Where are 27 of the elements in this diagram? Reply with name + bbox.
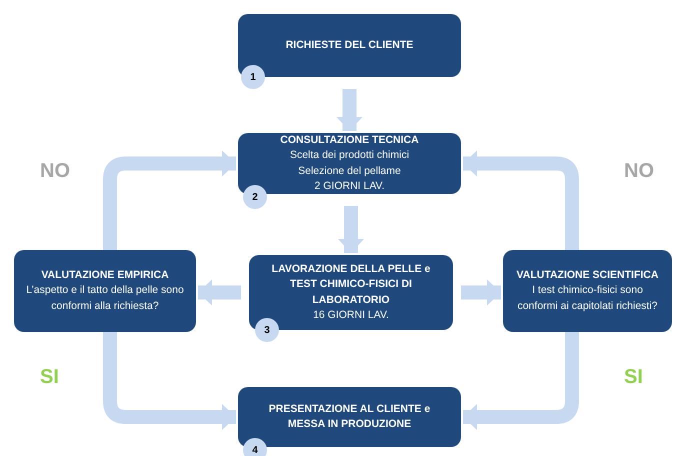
process-box <box>238 387 461 447</box>
box-heading: LAVORAZIONE DELLA PELLE e TEST CHIMICO-FISICI DI LABORATORIO <box>270 262 432 308</box>
process-box <box>14 250 196 332</box>
arrow <box>463 150 579 250</box>
step-number: 3 <box>255 318 279 342</box>
step-number: 1 <box>241 65 265 89</box>
box-text: Selezione del pellame <box>298 164 401 178</box>
arrow <box>103 150 236 250</box>
box-text: L’aspetto e il tatto della pelle sono conformi alla richiesta? <box>26 283 184 314</box>
box-heading: VALUTAZIONE SCIENTIFICA <box>516 268 658 284</box>
arrow <box>103 332 236 430</box>
process-box <box>238 133 461 194</box>
arrow <box>338 206 364 253</box>
box-heading: CONSULTAZIONE TECNICA <box>280 133 419 148</box>
arrow <box>461 280 501 306</box>
box-text: 2 GIORNI LAV. <box>314 178 385 194</box>
box-text: I test chimico-fisici sono conformi ai capitolati richiesti? <box>516 283 659 314</box>
box-heading: RICHIESTE DEL CLIENTE <box>286 38 414 53</box>
step-number: 2 <box>243 185 267 209</box>
box-text: Scelta dei prodotti chimici <box>290 148 410 164</box>
arrow <box>336 89 362 131</box>
arrow <box>463 332 579 430</box>
arrow <box>198 280 241 306</box>
box-text: 16 GIORNI LAV. <box>313 308 389 323</box>
process-box <box>503 250 672 332</box>
box-heading: VALUTAZIONE EMPIRICA <box>41 268 169 284</box>
box-heading: PRESENTAZIONE AL CLIENTE e MESSA IN PRODUZIONE <box>268 402 432 432</box>
